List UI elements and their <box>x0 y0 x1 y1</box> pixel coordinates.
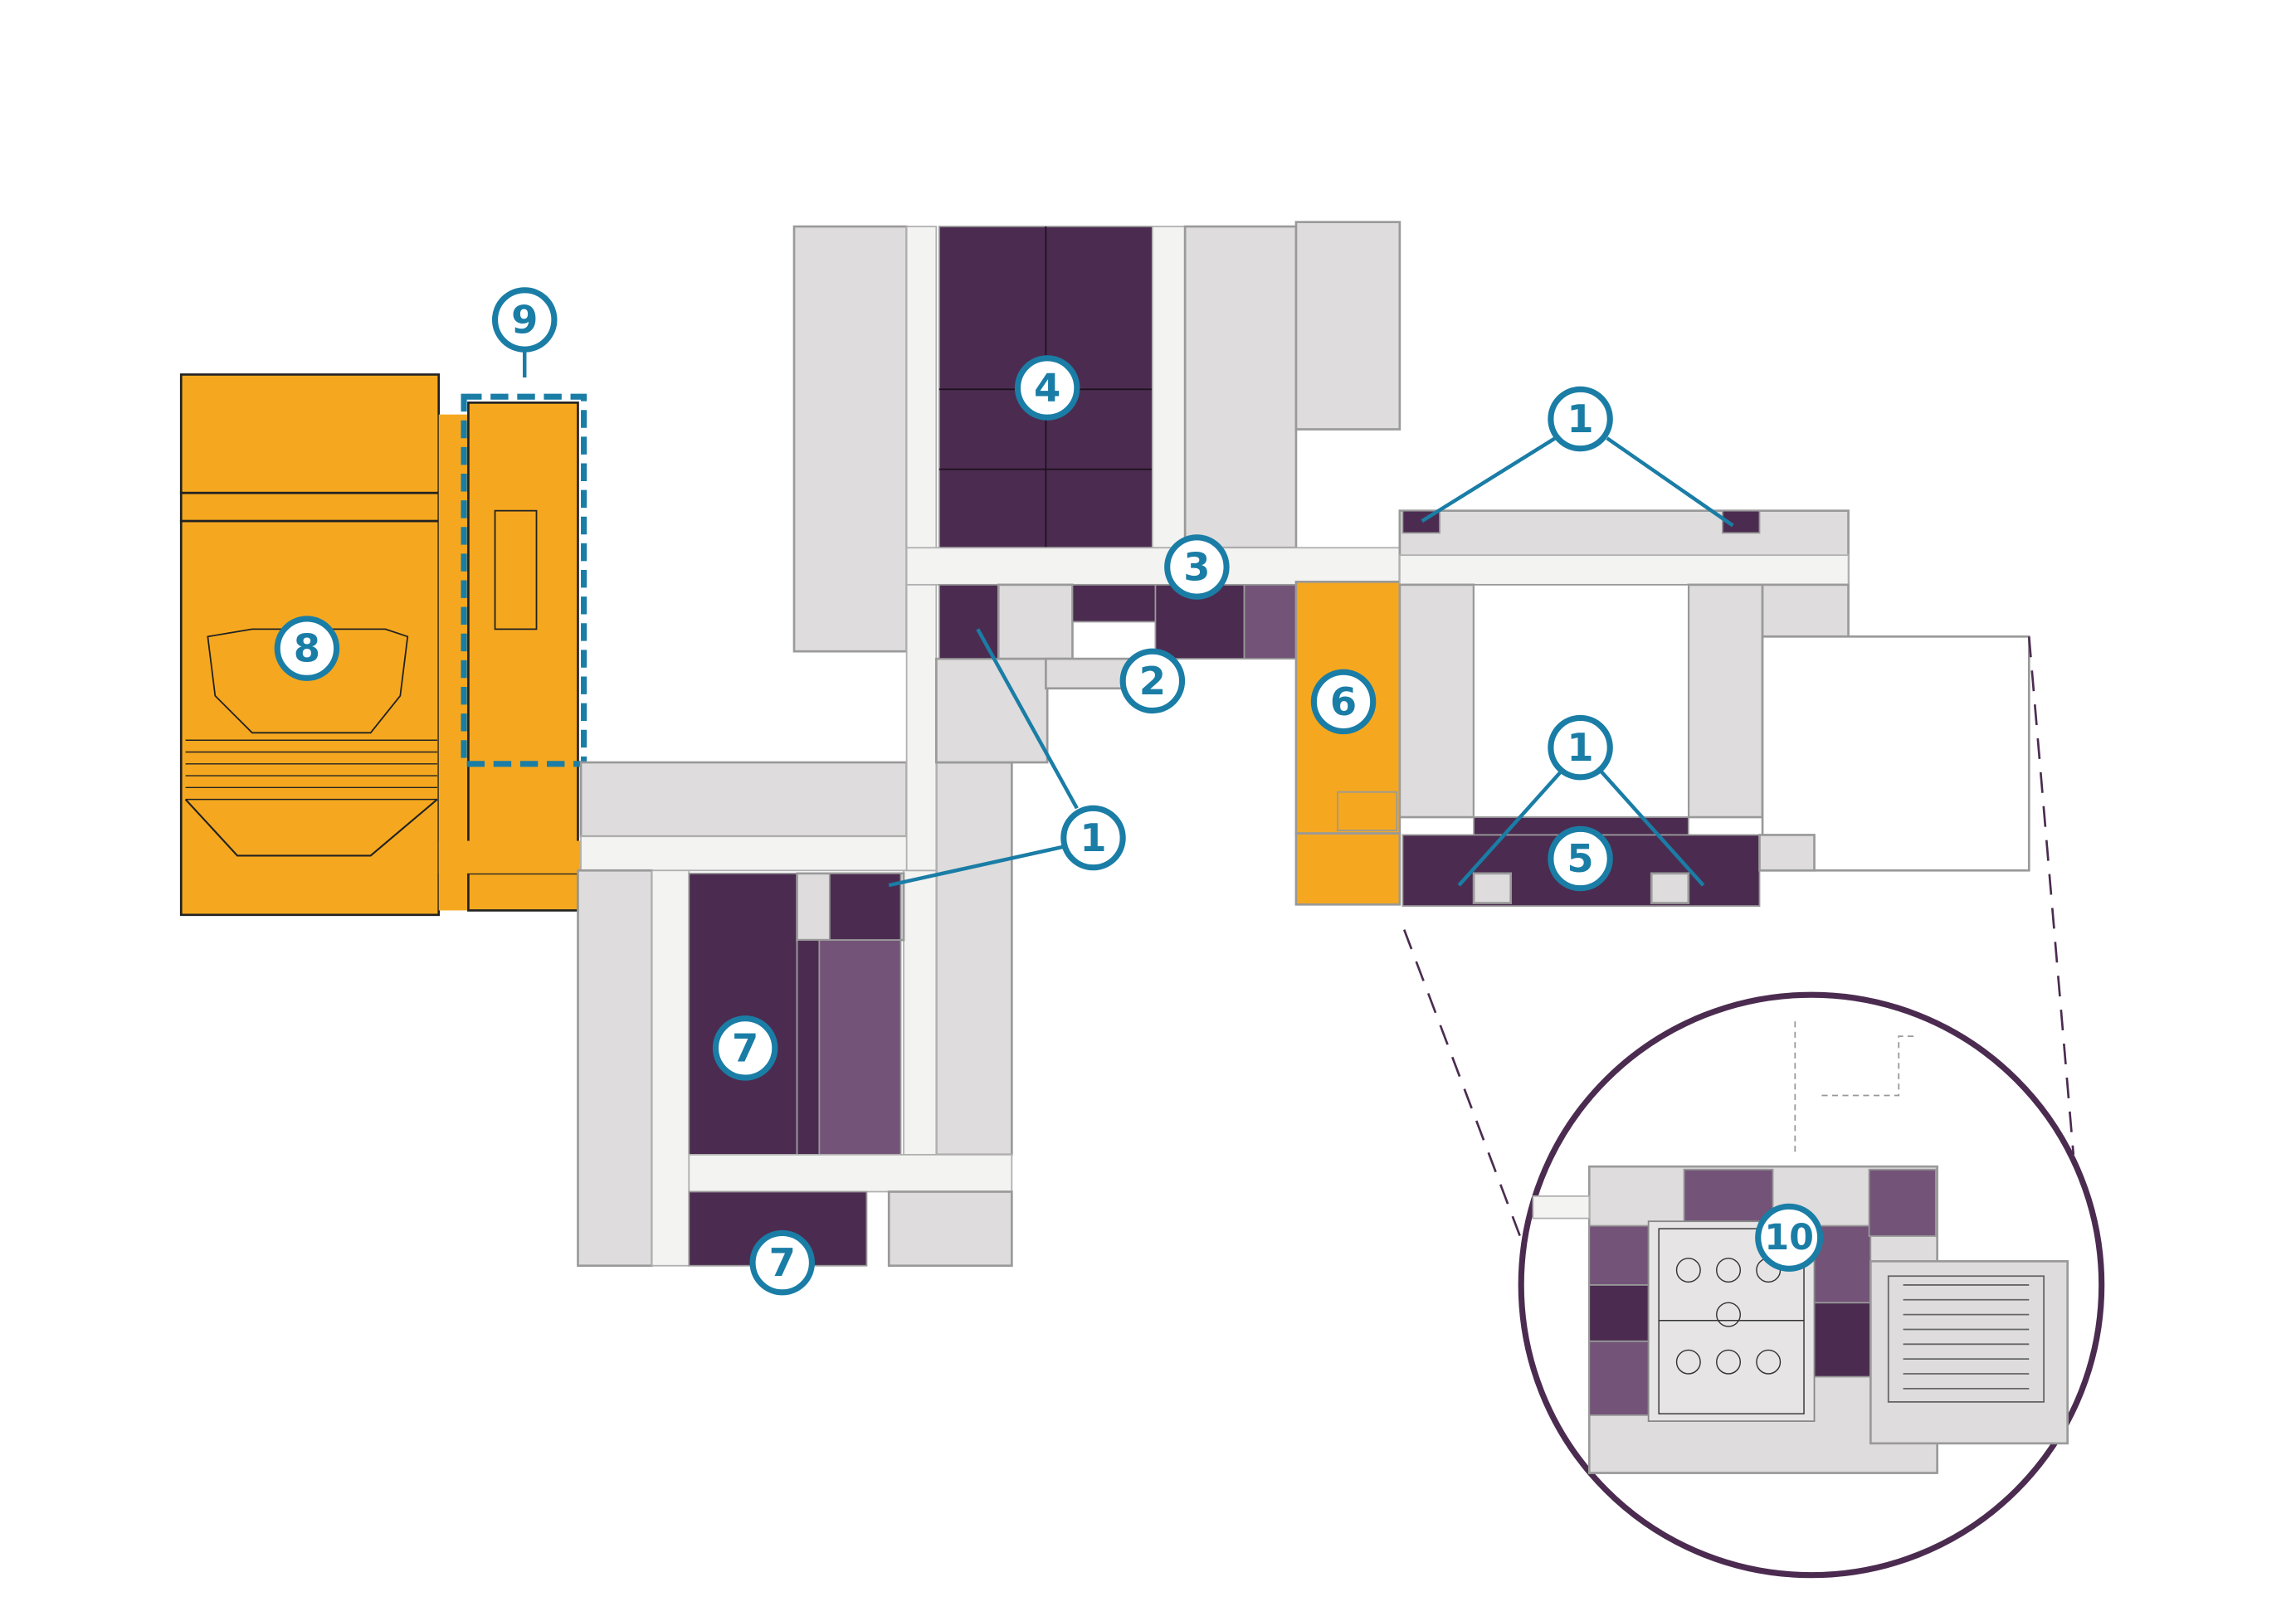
upper-wing <box>792 221 1401 872</box>
callout-2[interactable]: 2 <box>1119 648 1186 714</box>
callout-1-bottom[interactable]: 1 <box>1548 714 1613 781</box>
callout-9[interactable]: 9 <box>491 287 558 353</box>
callout-label: 1 <box>1080 815 1106 860</box>
callout-label: 8 <box>294 626 320 671</box>
callout-leaders <box>888 436 1734 888</box>
callout-label: 4 <box>1034 366 1060 411</box>
callout-1-middle[interactable]: 1 <box>1060 805 1126 871</box>
callout-label: 3 <box>1183 544 1210 589</box>
callout-label: 1 <box>1567 725 1593 770</box>
callout-5[interactable]: 5 <box>1548 825 1613 892</box>
callout-label: 1 <box>1567 397 1593 441</box>
callout-7-upper[interactable]: 7 <box>712 1015 778 1081</box>
callout-4[interactable]: 4 <box>1014 355 1080 421</box>
callout-label: 7 <box>769 1240 796 1285</box>
callout-label: 6 <box>1330 679 1357 724</box>
inset-guide-right <box>2027 636 2075 1156</box>
callout-label: 2 <box>1139 659 1166 703</box>
inset-guide-left <box>1402 929 1527 1252</box>
callout-label: 7 <box>732 1025 758 1070</box>
lower-wing <box>577 761 1013 1268</box>
theater-wing <box>179 373 582 917</box>
callout-label: 5 <box>1567 836 1593 881</box>
callout-7-lower[interactable]: 7 <box>749 1229 815 1296</box>
callout-label: 10 <box>1764 1217 1814 1258</box>
inset-gym-pool <box>1518 991 2105 1579</box>
area-9-highlight <box>461 393 587 767</box>
callout-8[interactable]: 8 <box>274 616 340 681</box>
callout-6[interactable]: 6 <box>1310 669 1377 735</box>
area-6 <box>1294 580 1401 906</box>
callout-label: 9 <box>511 297 538 342</box>
callout-1-top[interactable]: 1 <box>1548 386 1613 452</box>
callout-3[interactable]: 3 <box>1164 534 1230 600</box>
courtyard-building <box>1398 509 2030 907</box>
callout-10[interactable]: 10 <box>1755 1203 1824 1272</box>
